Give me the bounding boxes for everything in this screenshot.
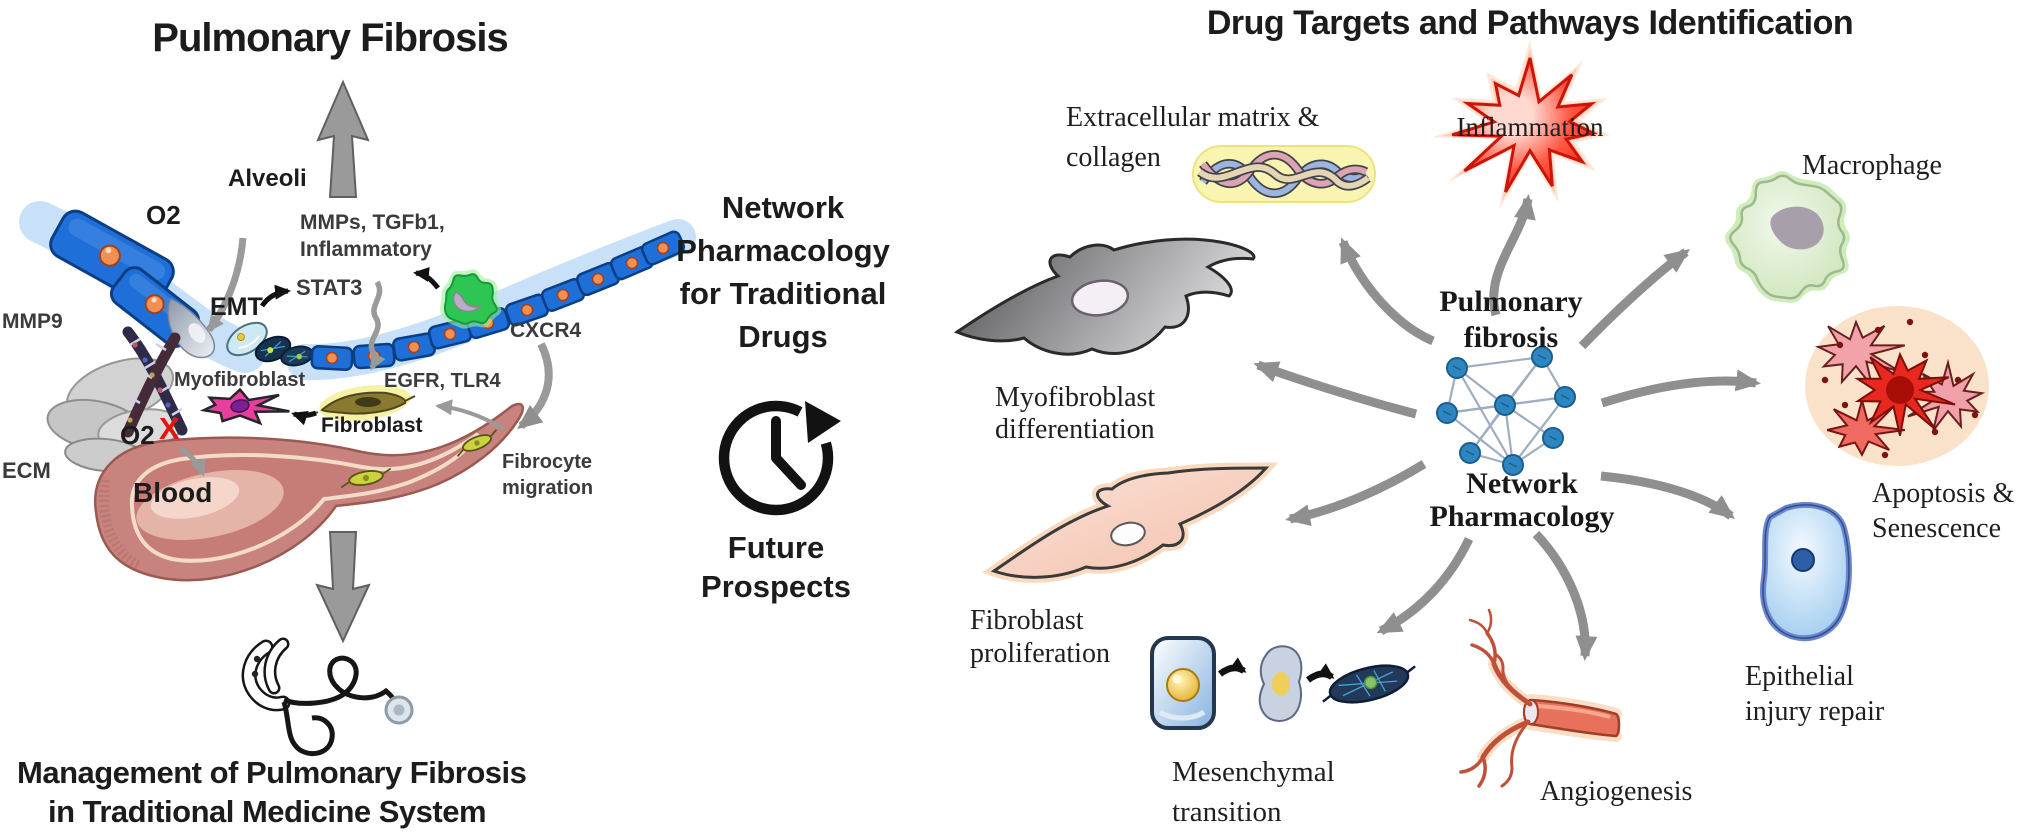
- egfr-tlr4-label: EGFR, TLR4: [384, 370, 501, 392]
- mediators-label: MMPs, TGFb1,Inflammatory: [300, 211, 445, 261]
- right-panel-title: Drug Targets and Pathways Identification: [1206, 4, 1854, 42]
- arrow-to-inflammation: [1489, 194, 1536, 317]
- epithelial-cell-icon: [1760, 501, 1852, 642]
- o2-blocked-arrow: [178, 445, 206, 477]
- cxcr4-label: CXCR4: [510, 319, 582, 342]
- emt-stat3-arrow: [259, 284, 291, 308]
- o2-blocked-label: O2: [120, 420, 155, 450]
- myofibroblast-nucleus: [230, 399, 250, 413]
- angiogenesis-label: Angiogenesis: [1540, 776, 1693, 807]
- alveoli-label: Alveoli: [228, 165, 307, 192]
- o2-label: O2: [146, 200, 181, 230]
- up-arrow: [316, 79, 370, 198]
- inflammation-starburst-icon: [1431, 39, 1610, 210]
- fibrocyte-icon: [340, 467, 392, 489]
- down-arrow: [315, 531, 371, 644]
- cxcr4-migration-arrow: [517, 342, 553, 430]
- ecm-deposit-illustration: [46, 326, 188, 473]
- mediators-arrow: [413, 266, 440, 290]
- arrow-to-apoptosis: [1600, 369, 1761, 408]
- arrow-to-ecm: [1338, 237, 1435, 346]
- emt-label: EMT: [210, 293, 263, 321]
- arrow-to-epithelial: [1600, 471, 1735, 520]
- collagen-braid-icon: [1192, 145, 1376, 203]
- branching-vessel-icon: [1459, 608, 1622, 788]
- radial-arrows: [1253, 194, 1761, 661]
- arrow-to-macrophage: [1578, 248, 1691, 350]
- stat3-label: STAT3: [296, 275, 363, 300]
- fibroblast-to-myofibroblast-arrow: [291, 410, 317, 426]
- inflammatory-cell-nucleus: [452, 290, 483, 313]
- fibroblast-label: Fibroblast: [321, 414, 423, 437]
- fibrocyte-icon: [456, 429, 498, 457]
- arrow-to-mesenchymal: [1376, 537, 1474, 636]
- transition-arrow: [1306, 663, 1335, 683]
- fibroblast-proliferation-cell-icon: [981, 462, 1279, 583]
- macrophage-nucleus: [1770, 206, 1824, 250]
- arrow-to-fibroblast: [1285, 460, 1427, 527]
- apoptosis-senescence-label: Apoptosis &Senescence: [1872, 478, 2015, 544]
- inflammatory-cell-icon: [440, 269, 502, 329]
- ecm-collagen-label: Extracellular matrix &collagen: [1066, 102, 1320, 173]
- myofibroblast-label: Myofibroblast: [174, 369, 306, 391]
- vessel-to-fibroblast-arrow: [435, 399, 506, 431]
- stethoscope-icon: [241, 637, 414, 756]
- network-graph-icon: [1436, 346, 1576, 476]
- left-panel-title: Pulmonary Fibrosis: [152, 16, 508, 60]
- mesenchymal-result-cell: [1322, 664, 1416, 704]
- blood-label: Blood: [133, 477, 213, 508]
- alveolar-band-illustration: [19, 201, 696, 381]
- cell-transition-icons: [1150, 636, 1416, 730]
- fibroblast-cell-icon: [308, 384, 416, 422]
- macrophage-label: Macrophage: [1802, 150, 1942, 181]
- myofibroblast-differentiation-cell-icon: [953, 237, 1256, 356]
- arrow-to-angiogenesis: [1532, 530, 1598, 661]
- blood-vessel-illustration: [93, 402, 525, 582]
- apoptotic-cells-icon: [1805, 306, 1989, 466]
- mediator-secretion-wavy-arrow: [368, 280, 386, 371]
- ecm-label: ECM: [2, 458, 51, 483]
- mmp9-label: MMP9: [2, 310, 63, 333]
- inflammation-label: Inflammation: [1456, 112, 1604, 142]
- transition-arrow: [1218, 657, 1247, 677]
- mmp9-collagen-braid: [122, 326, 188, 438]
- epithelial-source-cell: [1150, 636, 1216, 730]
- arrow-to-myofibroblast: [1253, 360, 1418, 419]
- o2-diffusion-arrow: [206, 237, 247, 333]
- blocked-x-mark: X: [159, 411, 180, 446]
- intermediate-cell: [1258, 645, 1303, 722]
- clock-cycle-icon: [718, 391, 853, 516]
